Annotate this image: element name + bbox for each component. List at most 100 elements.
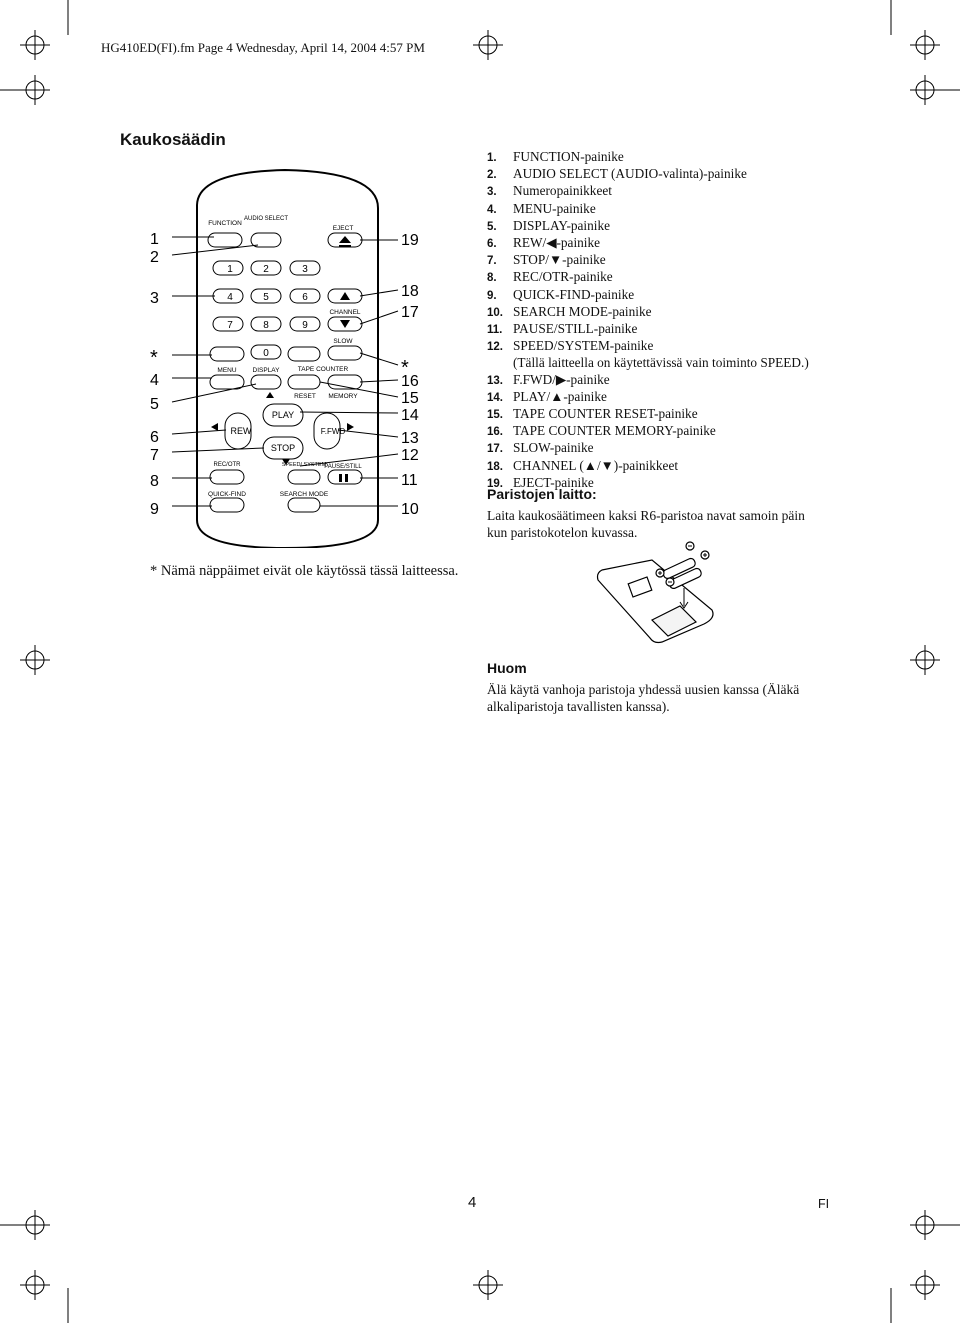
registration-crosshair bbox=[910, 1270, 940, 1300]
list-item: 10.SEARCH MODE-painike bbox=[487, 303, 652, 319]
callout-left-1: 1 bbox=[150, 231, 159, 248]
key-1: 1 bbox=[227, 264, 233, 275]
callout-right-18: 18 bbox=[401, 283, 419, 300]
key-6: 6 bbox=[302, 292, 308, 303]
play-arrow-icon bbox=[266, 392, 274, 398]
tape-counter-label: TAPE COUNTER bbox=[298, 366, 349, 373]
eject-icon bbox=[339, 236, 351, 247]
file-header: HG410ED(FI).fm Page 4 Wednesday, April 1… bbox=[101, 40, 425, 55]
registration-crosshair bbox=[20, 1210, 50, 1240]
battery-heading: Paristojen laitto: bbox=[487, 486, 597, 502]
callout-right-11: 11 bbox=[401, 472, 418, 489]
registration-crosshair bbox=[20, 645, 50, 675]
footnote: * Nämä näppäimet eivät ole käytössä täss… bbox=[150, 563, 459, 579]
callout-right-15: 15 bbox=[401, 390, 419, 407]
ffwd-label: F.FWD bbox=[321, 427, 346, 436]
registration-crosshair bbox=[20, 1270, 50, 1300]
list-item: 12.SPEED/SYSTEM-painike bbox=[487, 338, 654, 354]
search-mode-label: SEARCH MODE bbox=[280, 491, 329, 498]
battery-1 bbox=[662, 557, 696, 580]
stop-label: STOP bbox=[271, 443, 295, 453]
registration-crosshair bbox=[20, 30, 50, 60]
key-9: 9 bbox=[302, 320, 308, 331]
list-item: 17.SLOW-painike bbox=[487, 440, 594, 456]
callout-left-8: 8 bbox=[150, 473, 159, 490]
channel-label: CHANNEL bbox=[329, 309, 360, 316]
callout-left-7: 7 bbox=[150, 447, 159, 464]
key-2: 2 bbox=[263, 264, 269, 275]
display-label: DISPLAY bbox=[253, 367, 281, 374]
callout-left-2: 2 bbox=[150, 249, 159, 266]
callout-right-10: 10 bbox=[401, 501, 419, 518]
key-5: 5 bbox=[263, 292, 269, 303]
function-label: FUNCTION bbox=[208, 220, 242, 227]
list-item: 8.REC/OTR-painike bbox=[487, 269, 613, 285]
list-item: 1.FUNCTION-painike bbox=[487, 149, 624, 164]
list-item: 14.PLAY/▲-painike bbox=[487, 388, 607, 404]
callout-right-16: 16 bbox=[401, 373, 419, 390]
rew-label: REW bbox=[231, 426, 253, 436]
registration-crosshair bbox=[910, 645, 940, 675]
callout-right-13: 13 bbox=[401, 430, 419, 447]
registration-crosshair bbox=[473, 30, 503, 60]
section-title: Kaukosäädin bbox=[120, 130, 226, 149]
list-item: 6.REW/◀-painike bbox=[487, 235, 601, 251]
pause-still-label: PAUSE/STILL bbox=[324, 464, 362, 470]
stop-arrow-icon bbox=[282, 459, 290, 465]
audio-select-label: AUDIO SELECT bbox=[244, 216, 288, 222]
registration-crosshair bbox=[910, 1210, 940, 1240]
menu-label: MENU bbox=[217, 367, 236, 374]
list-item: 16.TAPE COUNTER MEMORY-painike bbox=[487, 423, 716, 439]
channel-down-icon bbox=[340, 320, 350, 328]
channel-up-icon bbox=[340, 292, 350, 300]
list-item: 11.PAUSE/STILL-painike bbox=[487, 321, 638, 337]
key-4: 4 bbox=[227, 292, 233, 303]
page-number: 4 bbox=[468, 1194, 477, 1211]
callout-left-6: 6 bbox=[150, 429, 159, 446]
eject-label: EJECT bbox=[333, 225, 354, 232]
key-0: 0 bbox=[263, 348, 269, 359]
list-item: 4.MENU-painike bbox=[487, 200, 596, 216]
registration-crosshair bbox=[910, 30, 940, 60]
list-item: 18.CHANNEL (▲/▼)-painikkeet bbox=[487, 457, 679, 473]
key-8: 8 bbox=[263, 320, 269, 331]
note-heading: Huom bbox=[487, 660, 527, 676]
callout-right-14: 14 bbox=[401, 407, 419, 424]
callout-right-asterisk: * bbox=[401, 357, 409, 379]
slow-label: SLOW bbox=[333, 338, 353, 345]
battery-compartment bbox=[650, 605, 698, 637]
callout-left-4: 4 bbox=[150, 372, 159, 389]
key-7: 7 bbox=[227, 320, 233, 331]
ffwd-arrow-icon bbox=[347, 423, 354, 431]
callout-left-asterisk: * bbox=[150, 347, 158, 369]
list-item-note: (Tällä laitteella on käytettävissä vain … bbox=[513, 355, 809, 371]
battery-illustration bbox=[596, 541, 714, 644]
list-item: 2.AUDIO SELECT (AUDIO-valinta)-painike bbox=[487, 166, 747, 182]
list-item: 13.F.FWD/▶-painike bbox=[487, 371, 610, 387]
remote-illustration: FUNCTION AUDIO SELECT EJECT 1 2 3 4 5 6 … bbox=[150, 168, 419, 548]
registration-crosshair bbox=[473, 1270, 503, 1300]
registration-crosshair bbox=[910, 75, 940, 105]
callout-left-3: 3 bbox=[150, 290, 159, 307]
callout-left-9: 9 bbox=[150, 501, 159, 518]
rec-otr-label: REC/OTR bbox=[214, 462, 242, 468]
list-item: 9.QUICK-FIND-painike bbox=[487, 286, 635, 302]
registration-crosshair bbox=[20, 75, 50, 105]
list-item: 7.STOP/▼-painike bbox=[487, 252, 606, 268]
list-item: 19.EJECT-painike bbox=[487, 474, 594, 490]
insert-arrow-icon bbox=[679, 588, 689, 609]
key-3: 3 bbox=[302, 264, 308, 275]
list-item: 3.Numeropainikkeet bbox=[487, 183, 612, 199]
rew-arrow-icon bbox=[211, 423, 218, 431]
quick-find-label: QUICK-FIND bbox=[208, 491, 246, 498]
language-code: FI bbox=[818, 1197, 830, 1211]
button-list: 1.FUNCTION-painike 2.AUDIO SELECT (AUDIO… bbox=[487, 149, 927, 492]
reset-label: RESET bbox=[294, 393, 316, 400]
memory-label: MEMORY bbox=[328, 393, 358, 400]
callout-right-12: 12 bbox=[401, 447, 419, 464]
list-item: 15.TAPE COUNTER RESET-painike bbox=[487, 406, 698, 422]
callout-left-5: 5 bbox=[150, 396, 159, 413]
list-item: 5.DISPLAY-painike bbox=[487, 217, 611, 233]
pause-icon bbox=[339, 474, 348, 482]
callout-right-17: 17 bbox=[401, 304, 419, 321]
